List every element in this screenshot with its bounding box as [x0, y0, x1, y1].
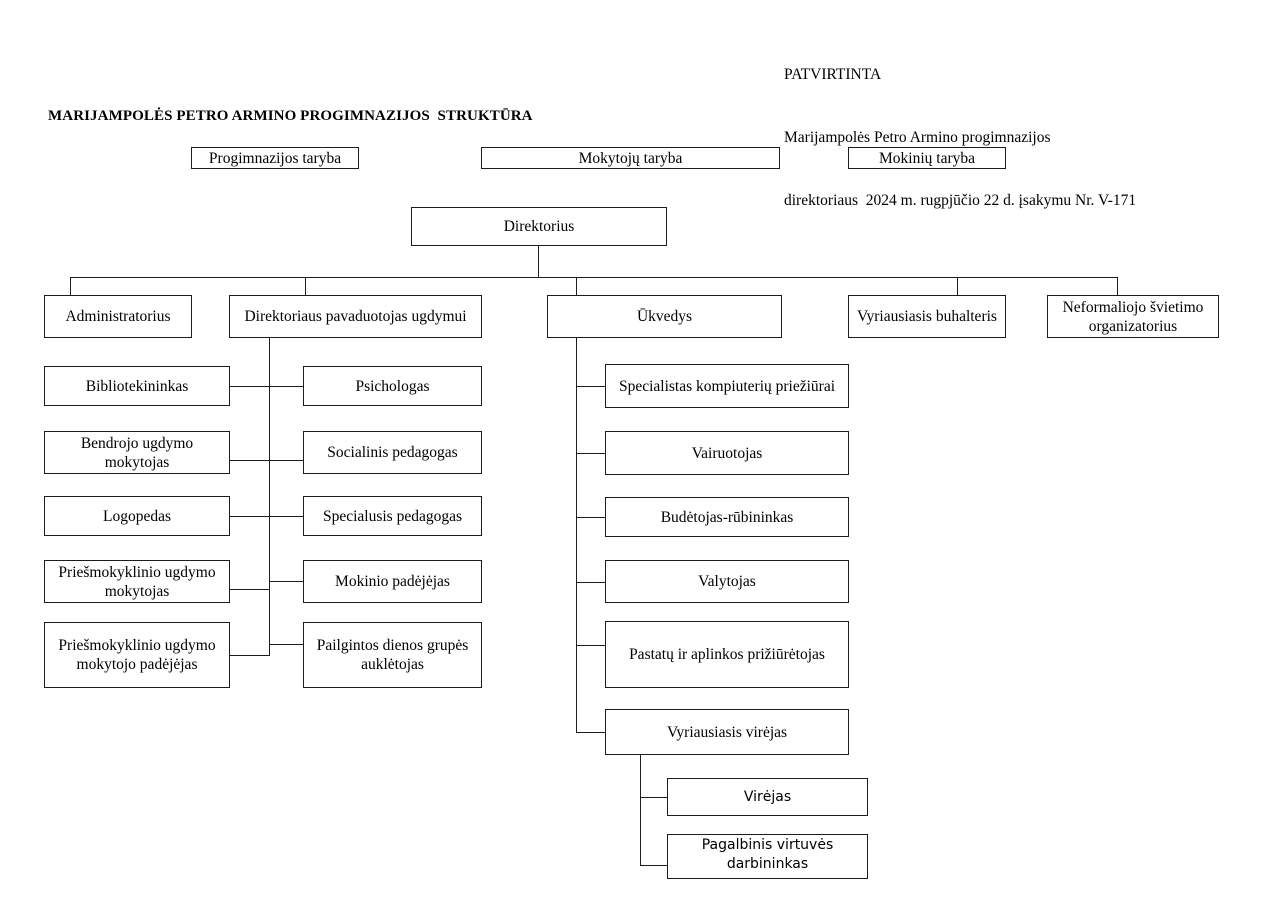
node-ukvedys[interactable]: Ūkvedys [547, 295, 782, 338]
approval-line-2: Marijampolės Petro Armino progimnazijos [784, 129, 1051, 146]
node-direktoriaus-pavaduotojas-ugdymui[interactable]: Direktoriaus pavaduotojas ugdymui [229, 295, 482, 338]
edge-pavaduotojas-left-4 [230, 589, 270, 590]
node-vairuotojas[interactable]: Vairuotojas [605, 431, 849, 475]
edge-ukvedys-trunk [576, 338, 577, 732]
node-direktorius[interactable]: Direktorius [411, 207, 667, 246]
edge-ukvedys-4 [576, 582, 606, 583]
edge-pavaduotojas-left-2 [230, 460, 270, 461]
edge-pavaduotojas-right-3 [269, 516, 304, 517]
edge-virejas-1 [640, 797, 668, 798]
edge-drop-ukvedys [576, 277, 577, 296]
edge-pavaduotojas-right-4 [269, 581, 304, 582]
node-mokinio-padejejas[interactable]: Mokinio padėjėjas [303, 560, 482, 603]
approval-block: PATVIRTINTA Marijampolės Petro Armino pr… [784, 22, 1136, 253]
edge-virejas-trunk [640, 755, 641, 865]
council-box-mokytoju-taryba[interactable]: Mokytojų taryba [481, 147, 780, 169]
node-bendrojo-ugdymo-mokytojas[interactable]: Bendrojo ugdymo mokytojas [44, 431, 230, 474]
approval-line-3: direktoriaus 2024 m. rugpjūčio 22 d. įsa… [784, 192, 1137, 209]
edge-virejas-2 [640, 865, 668, 866]
node-virejas[interactable]: Virėjas [667, 778, 868, 816]
node-pastatu-ir-aplinkos-priziuretojas[interactable]: Pastatų ir aplinkos prižiūrėtojas [605, 621, 849, 688]
node-priesmokyklinio-ugdymo-mokytojo-padejejas[interactable]: Priešmokyklinio ugdymo mokytojo padėjėja… [44, 622, 230, 688]
node-administratorius[interactable]: Administratorius [44, 295, 192, 338]
edge-pavaduotojas-left-1 [230, 386, 270, 387]
edge-pavaduotojas-right-1 [269, 386, 304, 387]
edge-ukvedys-1 [576, 386, 606, 387]
edge-drop-administratorius [70, 277, 71, 296]
node-pailgintos-dienos-grupes-aukletojas[interactable]: Pailgintos dienos grupės auklėtojas [303, 622, 482, 688]
edge-ukvedys-5 [576, 645, 606, 646]
council-box-mokiniu-taryba[interactable]: Mokinių taryba [848, 147, 1006, 169]
edge-drop-pavaduotojas [305, 277, 306, 296]
edge-ukvedys-6 [576, 732, 606, 733]
page-title: MARIJAMPOLĖS PETRO ARMINO PROGIMNAZIJOS … [48, 108, 533, 124]
edge-drop-neformaliojo [1117, 277, 1118, 296]
edge-pavaduotojas-right-2 [269, 460, 304, 461]
node-pagalbinis-virtuves-darbininkas[interactable]: Pagalbinis virtuvės darbininkas [667, 834, 868, 879]
edge-level2-bus [70, 277, 1117, 278]
node-specialusis-pedagogas[interactable]: Specialusis pedagogas [303, 496, 482, 536]
approval-line-1: PATVIRTINTA [784, 66, 882, 83]
node-logopedas[interactable]: Logopedas [44, 496, 230, 536]
edge-drop-buhalteris [957, 277, 958, 296]
edge-ukvedys-2 [576, 453, 606, 454]
node-valytojas[interactable]: Valytojas [605, 560, 849, 603]
edge-pavaduotojas-left-5 [230, 655, 270, 656]
edge-pavaduotojas-left-3 [230, 516, 270, 517]
node-neformaliojo-svietimo-organizatorius[interactable]: Neformaliojo švietimo organizatorius [1047, 295, 1219, 338]
node-bibliotekininkas[interactable]: Bibliotekininkas [44, 366, 230, 406]
edge-pavaduotojas-trunk [269, 338, 270, 655]
node-budetojas-rubininkas[interactable]: Budėtojas-rūbininkas [605, 497, 849, 537]
node-psichologas[interactable]: Psichologas [303, 366, 482, 406]
node-socialinis-pedagogas[interactable]: Socialinis pedagogas [303, 431, 482, 474]
node-specialistas-kompiuteriu-prieziurai[interactable]: Specialistas kompiuterių priežiūrai [605, 364, 849, 408]
node-vyriausiasis-virejas[interactable]: Vyriausiasis virėjas [605, 709, 849, 755]
edge-pavaduotojas-right-5 [269, 644, 304, 645]
council-box-progimnazijos-taryba[interactable]: Progimnazijos taryba [191, 147, 359, 169]
edge-direktorius-drop [538, 246, 539, 277]
node-vyriausiasis-buhalteris[interactable]: Vyriausiasis buhalteris [848, 295, 1006, 338]
node-priesmokyklinio-ugdymo-mokytojas[interactable]: Priešmokyklinio ugdymo mokytojas [44, 560, 230, 603]
edge-ukvedys-3 [576, 517, 606, 518]
